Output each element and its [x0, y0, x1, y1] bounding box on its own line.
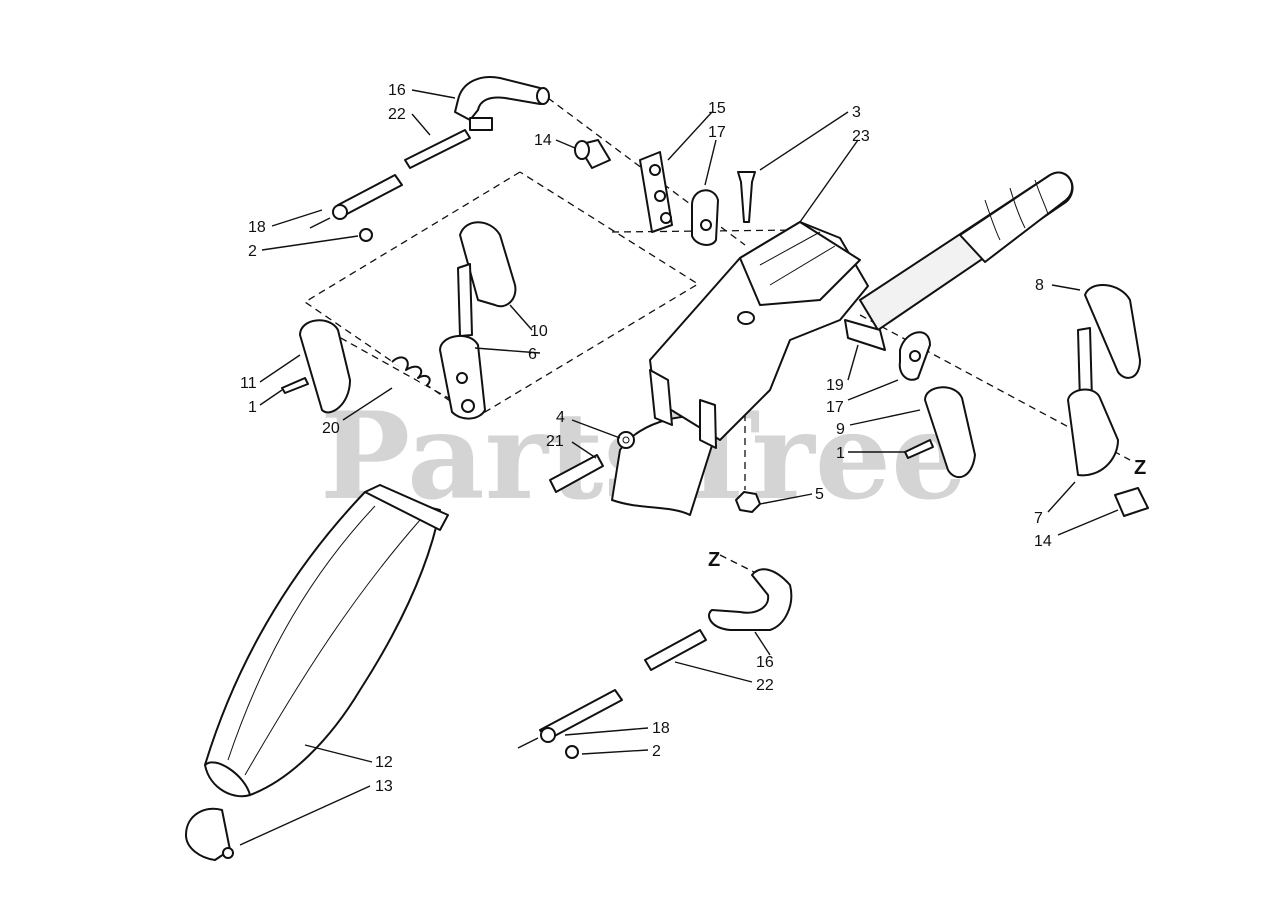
shift-housing	[649, 221, 869, 449]
label-11: 11	[240, 375, 257, 392]
bushing-14-right	[1114, 487, 1149, 517]
washer-17-right	[898, 331, 931, 381]
spring-20	[391, 356, 431, 387]
label-13: 13	[375, 778, 393, 795]
lever-6	[439, 263, 486, 420]
reference-z-lower: Z	[708, 549, 720, 571]
label-17-upper: 17	[708, 124, 726, 141]
label-16-upper: 16	[388, 82, 406, 99]
rod-22-upper	[404, 129, 471, 169]
label-7: 7	[1034, 510, 1043, 527]
label-18-upper: 18	[248, 219, 266, 236]
bushing-19	[844, 319, 886, 351]
part-18-lower	[517, 689, 623, 749]
screw-2-lower	[565, 745, 579, 759]
screw-1-left	[281, 377, 309, 394]
screw-21	[549, 454, 604, 493]
rod-16-lower	[708, 568, 793, 631]
label-10: 10	[530, 323, 548, 340]
label-5: 5	[815, 486, 824, 503]
knob-9	[924, 386, 976, 479]
chute-12	[204, 484, 449, 798]
rod-16-upper	[454, 76, 550, 131]
label-20: 20	[322, 420, 340, 437]
knob-11	[299, 319, 351, 414]
leader-lines	[239, 89, 1119, 846]
label-2-lower: 2	[652, 743, 661, 760]
label-14-upper: 14	[534, 132, 552, 149]
label-22-lower: 22	[756, 677, 774, 694]
label-1-left: 1	[248, 399, 257, 416]
reference-z-right: Z	[1134, 457, 1146, 479]
deflector-13	[185, 807, 234, 861]
label-21: 21	[546, 433, 564, 450]
label-18-lower: 18	[652, 720, 670, 737]
label-9: 9	[836, 421, 845, 438]
screw-1-right	[904, 439, 934, 459]
lever-10	[459, 221, 517, 308]
screw-2-upper	[359, 228, 373, 242]
lever-8	[1084, 283, 1141, 379]
callout-labels: 16 22 15 3 14 17 23 18 2 10 6 11 1 20 4 …	[240, 82, 1146, 795]
label-15: 15	[708, 100, 726, 117]
nut-5	[735, 491, 761, 513]
label-1-right: 1	[836, 445, 845, 462]
handle-tube	[858, 171, 1074, 332]
label-2-upper: 2	[248, 243, 257, 260]
label-23: 23	[852, 128, 870, 145]
rod-22-lower	[644, 629, 707, 671]
label-12: 12	[375, 754, 393, 771]
screw-3	[737, 171, 756, 223]
lever-7	[1067, 327, 1119, 477]
label-19: 19	[826, 377, 844, 394]
bracket-15	[639, 151, 673, 233]
label-6: 6	[528, 346, 537, 363]
bushing-14-upper	[574, 139, 611, 169]
label-3: 3	[852, 104, 861, 121]
label-22-upper: 22	[388, 106, 406, 123]
nut-4	[617, 431, 635, 449]
washer-17-upper	[691, 189, 719, 246]
label-8: 8	[1035, 277, 1044, 294]
label-16-lower: 16	[756, 654, 774, 671]
label-17-right: 17	[826, 399, 844, 416]
label-14-right: 14	[1034, 533, 1052, 550]
lower-tube	[611, 415, 721, 516]
part-18-upper	[309, 174, 403, 229]
label-4: 4	[556, 409, 565, 426]
